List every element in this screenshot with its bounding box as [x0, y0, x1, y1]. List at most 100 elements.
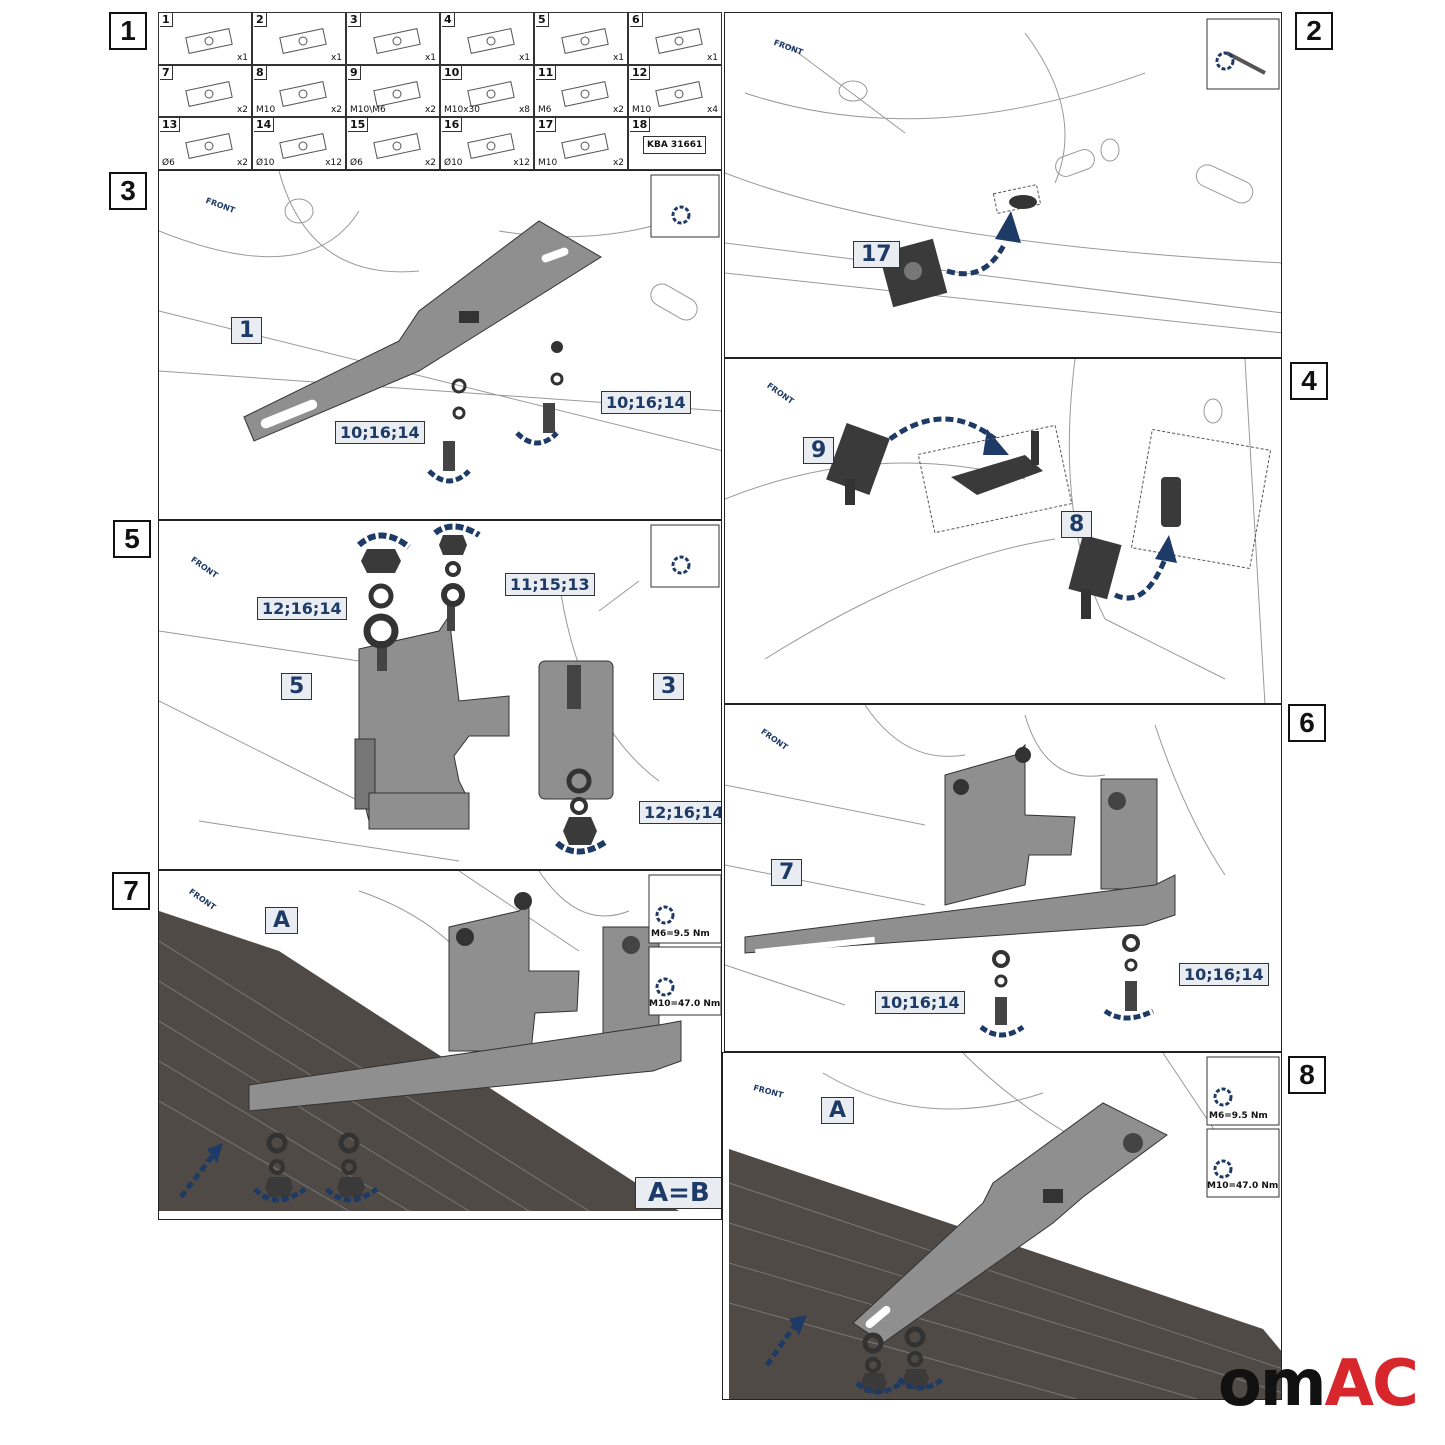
part-cell-5: 5 x1 — [534, 12, 628, 65]
part-icon — [279, 80, 327, 107]
running-board-a-badge: A — [821, 1097, 855, 1124]
part-number: 9 — [348, 65, 361, 80]
part-icon — [467, 80, 515, 107]
fastener-tag-bottom: 12;16;14 — [639, 801, 721, 824]
torque-m10: M10=47.0 Nm — [649, 999, 721, 1009]
part-number: 14 — [254, 118, 275, 133]
part-quantity: x1 — [706, 52, 718, 63]
step-8-illustration — [728, 1053, 1281, 1399]
part-icon — [655, 28, 703, 54]
fastener-tag-right: 10;16;14 — [601, 391, 691, 414]
part-cell-4: 4 x1 — [440, 12, 534, 65]
fastener-tag-left: 10;16;14 — [335, 421, 425, 444]
omac-logo: omAC — [1217, 1347, 1419, 1421]
step-number-7: 7 — [112, 872, 150, 910]
step-5-panel: FRONT 5 3 12;16;14 11;15;13 12;16;14 — [158, 520, 722, 870]
part-icon — [561, 80, 609, 107]
logo-om: om — [1217, 1347, 1327, 1421]
running-board-a-badge: A — [265, 907, 299, 934]
part-quantity: x2 — [330, 105, 342, 116]
fastener-tag-left: 10;16;14 — [875, 991, 965, 1014]
step-4-illustration — [725, 359, 1272, 703]
part-size: Ø10 — [444, 157, 463, 168]
part-number: 6 — [630, 13, 643, 27]
step-2-panel: FRONT 17 — [724, 12, 1282, 358]
part-number: 17 — [536, 118, 557, 133]
part-icon — [185, 133, 233, 160]
part-8-badge: 8 — [1061, 511, 1093, 538]
part-number: 2 — [254, 13, 267, 27]
part-quantity: x2 — [424, 105, 436, 116]
part-size: Ø10 — [256, 157, 275, 168]
step-number-2: 2 — [1295, 12, 1333, 50]
part-icon — [185, 28, 233, 54]
part-9-badge: 9 — [803, 437, 835, 464]
part-cell-2: 2 x1 — [252, 12, 346, 65]
step-number-4: 4 — [1290, 362, 1328, 400]
kba-number: KBA 31661 — [643, 136, 707, 155]
step-3-panel: FRONT 1 10;16;14 10;16;14 — [158, 170, 722, 520]
step-number-6: 6 — [1288, 704, 1326, 742]
part-number: 8 — [254, 65, 267, 80]
torque-m6: M6=9.5 Nm — [1209, 1111, 1268, 1121]
part-number: 16 — [442, 118, 463, 133]
part-number: 10 — [442, 65, 463, 80]
part-number: 18 — [630, 118, 651, 133]
part-icon — [467, 133, 515, 160]
part-quantity: x1 — [612, 52, 624, 63]
part-number: 1 — [160, 13, 173, 27]
step-6-panel: FRONT 7 10;16;14 10;16;14 — [724, 704, 1282, 1052]
part-size: M10 — [632, 105, 652, 116]
step-8-panel: FRONT A M6=9.5 Nm M10=47.0 Nm — [722, 1052, 1282, 1400]
step-7-panel: FRONT A M6=9.5 Nm M10=47.0 Nm A=B — [158, 870, 722, 1220]
part-size: Ø6 — [162, 157, 175, 168]
part-1-badge: 1 — [231, 317, 263, 344]
step-6-illustration — [725, 705, 1226, 1038]
part-quantity: x4 — [706, 105, 718, 116]
part-5-badge: 5 — [281, 673, 313, 700]
part-number: 4 — [442, 13, 455, 27]
step-number-3: 3 — [109, 172, 147, 210]
step-5-illustration — [159, 523, 720, 862]
fastener-tag-nut-right: 11;15;13 — [505, 573, 595, 596]
torque-m6: M6=9.5 Nm — [651, 929, 710, 939]
part-quantity: x1 — [518, 52, 530, 63]
part-3-badge: 3 — [653, 673, 685, 700]
part-number: 15 — [348, 118, 369, 133]
part-icon — [373, 133, 421, 160]
step-number-1: 1 — [109, 12, 147, 50]
part-number: 5 — [536, 13, 549, 27]
part-icon — [279, 133, 327, 160]
step-2-illustration — [725, 18, 1281, 334]
part-size: M10x30 — [444, 105, 480, 116]
part-icon — [561, 133, 609, 160]
step-3-illustration — [159, 171, 721, 484]
part-icon — [373, 28, 421, 54]
part-number: 3 — [348, 13, 361, 27]
part-number: 12 — [630, 65, 651, 80]
part-7-badge: 7 — [771, 859, 803, 886]
part-quantity: x2 — [612, 105, 624, 116]
step-7-illustration — [159, 871, 721, 1212]
step-number-8: 8 — [1288, 1056, 1326, 1094]
part-icon — [655, 80, 703, 107]
part-quantity: x1 — [424, 52, 436, 63]
fastener-tag-right: 10;16;14 — [1179, 963, 1269, 986]
part-quantity: x1 — [330, 52, 342, 63]
logo-ac: AC — [1324, 1347, 1419, 1421]
part-icon — [279, 28, 327, 54]
part-cell-6: 6 x1 — [628, 12, 722, 65]
part-quantity: x2 — [424, 157, 436, 168]
part-number: 11 — [536, 65, 557, 80]
part-17-badge: 17 — [853, 241, 900, 268]
part-quantity: x2 — [236, 105, 248, 116]
part-icon — [185, 80, 233, 107]
